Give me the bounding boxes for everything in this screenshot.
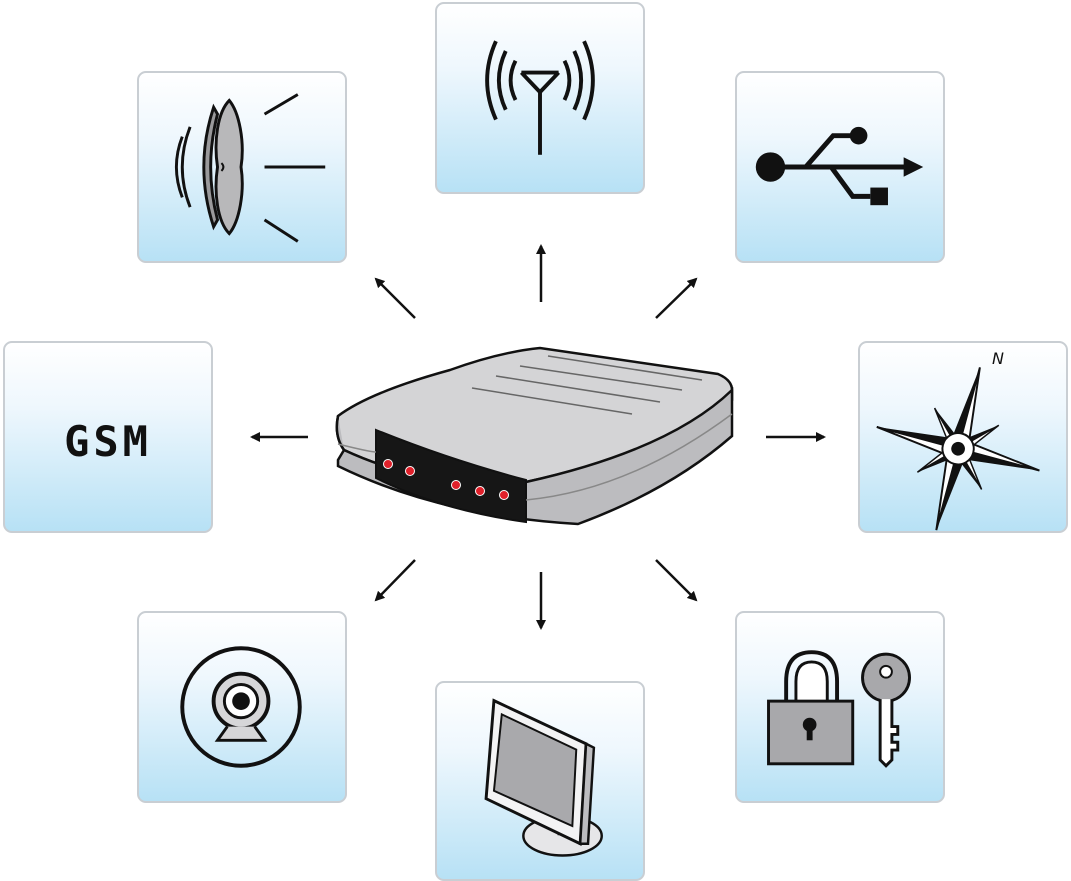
- webcam-icon: [180, 646, 302, 768]
- led-5: [499, 490, 509, 500]
- monitor-tile: [435, 681, 645, 881]
- led-4: [475, 486, 485, 496]
- usb-icon: [755, 126, 924, 206]
- gsm-label: GSM: [64, 417, 152, 466]
- router-icon: [335, 346, 734, 526]
- compass-rose-icon: [876, 367, 1040, 531]
- led-1: [383, 459, 393, 469]
- antenna-tile: [435, 2, 645, 194]
- led-2: [405, 466, 415, 476]
- webcam-tile: [137, 611, 347, 803]
- lock-tile: [735, 611, 945, 803]
- speaker-icon: [174, 93, 326, 243]
- arrow-to-webcam: [374, 559, 416, 602]
- led-3: [451, 480, 461, 490]
- monitor-icon: [484, 698, 603, 857]
- lock-and-key-icon: [767, 650, 911, 768]
- gsm-tile: GSM: [3, 341, 213, 533]
- compass-north-label: N: [992, 349, 1004, 368]
- wireless-antenna-icon: [485, 40, 595, 155]
- usb-tile: [735, 71, 945, 263]
- arrow-to-usb: [655, 277, 698, 319]
- arrow-to-lock: [655, 559, 698, 602]
- speaker-tile: [137, 71, 347, 263]
- arrow-to-speaker: [374, 277, 416, 319]
- compass-tile: N: [858, 341, 1068, 533]
